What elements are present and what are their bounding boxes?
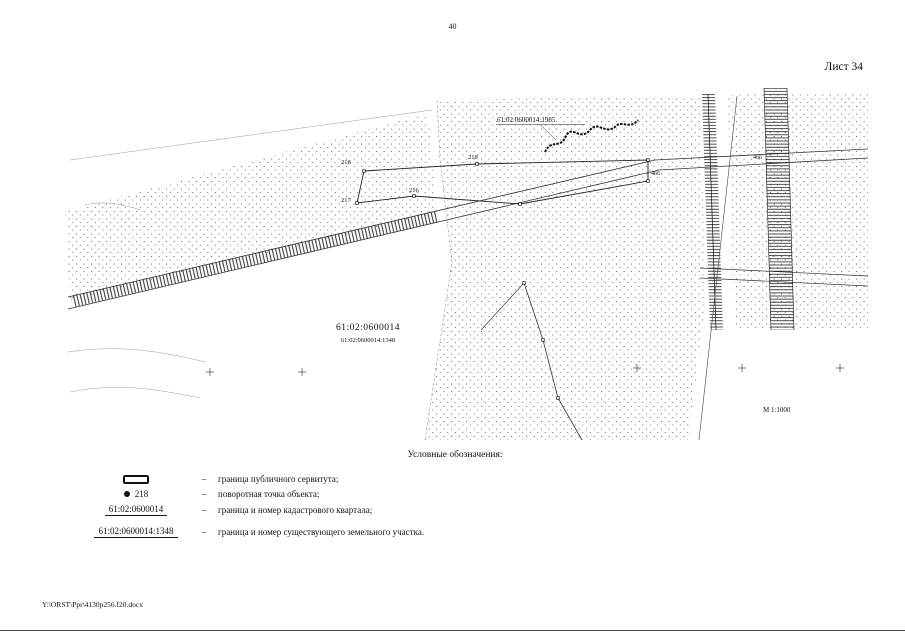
point-label-216: 216 [409, 187, 420, 194]
parcel-1985-label: 61:02:0600014:1985 [497, 116, 556, 124]
legend-dash: – [202, 505, 207, 515]
legend-row-parcel: 61:02:0600014:1348 – граница и номер сущ… [70, 526, 840, 538]
turning-point-symbol: 218 [70, 489, 202, 499]
quarter-symbol: 61:02:0600014 [70, 504, 202, 516]
vertex-squares [355, 158, 650, 206]
footer-file-path: Y:\ORST\Ppr\4130p256.f20.docx [42, 600, 143, 609]
quarter-symbol-text: 61:02:0600014 [104, 504, 168, 516]
turning-point-dot-icon [123, 491, 130, 497]
road-bank-hatch [70, 211, 440, 307]
legend-row-servitude: – граница публичного сервитута; [70, 474, 840, 484]
terrain-boundary-line [424, 99, 453, 441]
legend-row-turning-point: 218 – поворотная точка объекта; [70, 489, 840, 499]
legend-label: граница и номер кадастрового квартала; [218, 505, 373, 515]
legend-label: поворотная точка объекта; [218, 489, 320, 499]
parcel-boundary [355, 158, 650, 206]
embankment-strips [698, 87, 869, 441]
legend-dash: – [202, 489, 207, 499]
elevation-label-466b: 466 [753, 155, 762, 161]
page-number: 40 [448, 22, 457, 31]
point-label-218: 218 [341, 159, 351, 166]
legend-label: граница публичного сервитута; [218, 474, 339, 484]
servitude-rect-icon [123, 474, 149, 484]
parcel-1985-label-group: 61:02:0600014:1985 [496, 116, 585, 141]
bottom-rule [0, 630, 905, 631]
road-lines [67, 148, 869, 310]
lower-boundary [480, 281, 583, 441]
legend-label: граница и номер существующего земельного… [218, 527, 425, 537]
legend-row-quarter: 61:02:0600014 – граница и номер кадастро… [70, 504, 840, 516]
elevation-label-466a: 466 [651, 171, 660, 177]
legend-dash: – [202, 527, 207, 537]
contour-lines [67, 109, 433, 399]
turning-point-number: 218 [134, 489, 149, 499]
stipple-terrain [65, 92, 868, 440]
grid-crosses [206, 364, 844, 376]
quarter-label: 61:02:0600014 [336, 323, 400, 333]
parcel-symbol-text: 61:02:0600014:1348 [94, 526, 178, 538]
sheet-label: Лист 34 [824, 61, 863, 73]
point-label-217: 217 [341, 197, 352, 204]
point-label-218b: 218 [468, 154, 478, 161]
servitude-boundary-symbol [70, 474, 202, 484]
legend: Условные обозначения: – граница публично… [70, 450, 840, 543]
legend-dash: – [202, 474, 207, 484]
parcel-symbol: 61:02:0600014:1348 [70, 526, 202, 538]
legend-heading: Условные обозначения: [407, 450, 503, 460]
scale-label: М 1:1000 [763, 406, 791, 414]
parcel-1348-label: 61:02:0600014:1348 [341, 337, 395, 344]
stream-hatch-line [544, 119, 639, 153]
